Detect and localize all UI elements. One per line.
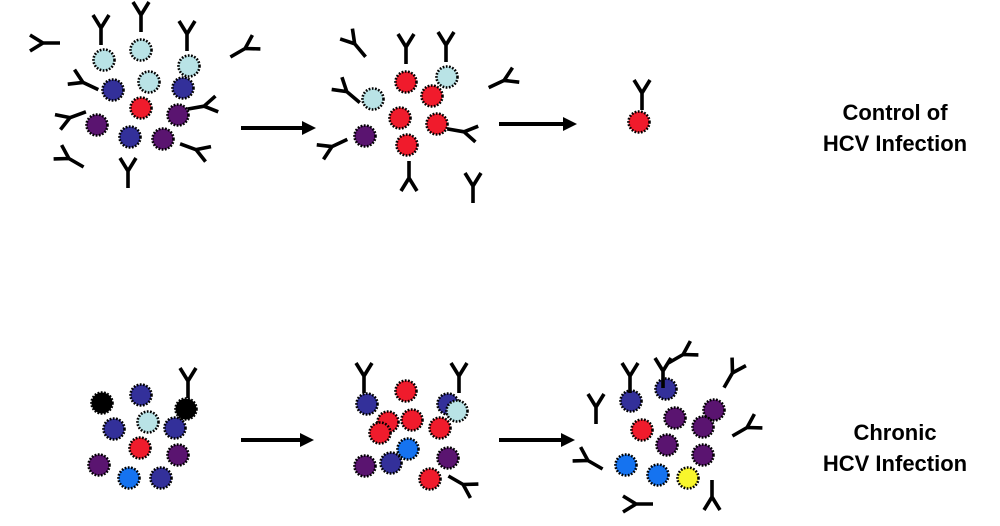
virion-purple <box>87 453 111 477</box>
virion-red <box>428 416 452 440</box>
virion-purple <box>166 443 190 467</box>
antibody-icon <box>653 357 673 388</box>
virion-navy <box>355 392 379 416</box>
antibody-icon <box>396 33 416 64</box>
virion-navy <box>101 78 125 102</box>
antibody-icon <box>54 110 87 131</box>
antibody-icon <box>316 137 349 161</box>
antibody-icon <box>354 362 374 393</box>
antibody-icon <box>229 34 261 59</box>
antibody-icon <box>436 31 456 62</box>
control-label: Control of HCV Infection <box>795 97 995 159</box>
virion-navy <box>619 389 643 413</box>
virion-light-blue <box>361 87 385 111</box>
virion-purple <box>353 124 377 148</box>
virion-red <box>420 84 444 108</box>
antibody-icon <box>178 367 198 398</box>
antibody-icon <box>463 172 483 203</box>
virion-navy <box>171 76 195 100</box>
virion-red <box>395 133 419 157</box>
antibody-icon <box>131 1 151 32</box>
antibody-icon <box>186 94 219 114</box>
virion-navy <box>102 417 126 441</box>
virion-red <box>128 436 152 460</box>
virion-light-blue <box>137 70 161 94</box>
antibody-icon <box>586 393 606 424</box>
virion-red <box>388 106 412 130</box>
antibody-icon <box>29 33 60 53</box>
virion-purple <box>353 454 377 478</box>
antibody-icon <box>446 124 479 144</box>
antibody-icon <box>339 28 367 58</box>
virion-red <box>394 379 418 403</box>
virion-blue <box>614 453 638 477</box>
virion-navy <box>149 466 173 490</box>
virion-light-blue <box>136 410 160 434</box>
antibody-icon <box>53 144 85 169</box>
antibody-icon <box>331 76 361 104</box>
virion-red <box>627 110 651 134</box>
virion-purple <box>655 433 679 457</box>
virion-blue <box>646 463 670 487</box>
virion-light-blue <box>129 38 153 62</box>
arrow-head <box>563 117 577 131</box>
virion-red <box>630 418 654 442</box>
chronic-label: Chronic HCV Infection <box>795 417 995 479</box>
antibody-icon <box>449 362 469 393</box>
antibody-icon <box>572 446 604 471</box>
antibody-icon <box>447 474 479 499</box>
virion-navy <box>163 416 187 440</box>
antibody-icon <box>177 20 197 51</box>
antibody-icon <box>702 480 722 511</box>
antibody-icon <box>487 66 520 90</box>
control-label-line1: Control of <box>842 100 948 125</box>
antibody-icon <box>91 14 111 45</box>
virion-red <box>394 70 418 94</box>
antibody-icon <box>731 413 763 438</box>
virion-purple <box>691 415 715 439</box>
antibody-icon <box>67 68 100 92</box>
virion-red <box>368 421 392 445</box>
virion-purple <box>436 446 460 470</box>
virion-blue <box>117 466 141 490</box>
antibody-icon <box>667 340 699 365</box>
virion-light-blue <box>435 65 459 89</box>
virion-purple <box>691 443 715 467</box>
antibody-icon <box>722 357 747 389</box>
virion-navy <box>129 383 153 407</box>
control-label-line2: HCV Infection <box>822 131 968 156</box>
virion-purple <box>85 113 109 137</box>
virion-light-blue <box>92 48 116 72</box>
virion-purple <box>166 103 190 127</box>
virion-red <box>418 467 442 491</box>
virion-purple <box>151 127 175 151</box>
antibody-icon <box>632 79 652 110</box>
virion-red <box>425 112 449 136</box>
virion-purple <box>663 406 687 430</box>
arrow-head <box>300 433 314 447</box>
chronic-label-line1: Chronic <box>853 420 937 445</box>
virion-red <box>400 408 424 432</box>
virion-navy <box>654 377 678 401</box>
arrow-head <box>302 121 316 135</box>
chronic-label-line2: HCV Infection <box>822 451 968 476</box>
virion-red <box>129 96 153 120</box>
virion-navy <box>118 125 142 149</box>
antibody-icon <box>118 157 138 188</box>
virion-light-blue <box>445 399 469 423</box>
virion-light-blue <box>177 54 201 78</box>
antibody-icon <box>620 362 640 393</box>
virion-black <box>90 391 114 415</box>
antibody-icon <box>399 161 419 192</box>
virion-navy <box>379 451 403 475</box>
antibody-icon <box>622 494 653 514</box>
virion-blue <box>396 437 420 461</box>
virion-purple <box>702 398 726 422</box>
virion-yellow <box>676 466 700 490</box>
virion-black <box>174 397 198 421</box>
antibody-icon <box>179 142 212 163</box>
arrow-head <box>561 433 575 447</box>
